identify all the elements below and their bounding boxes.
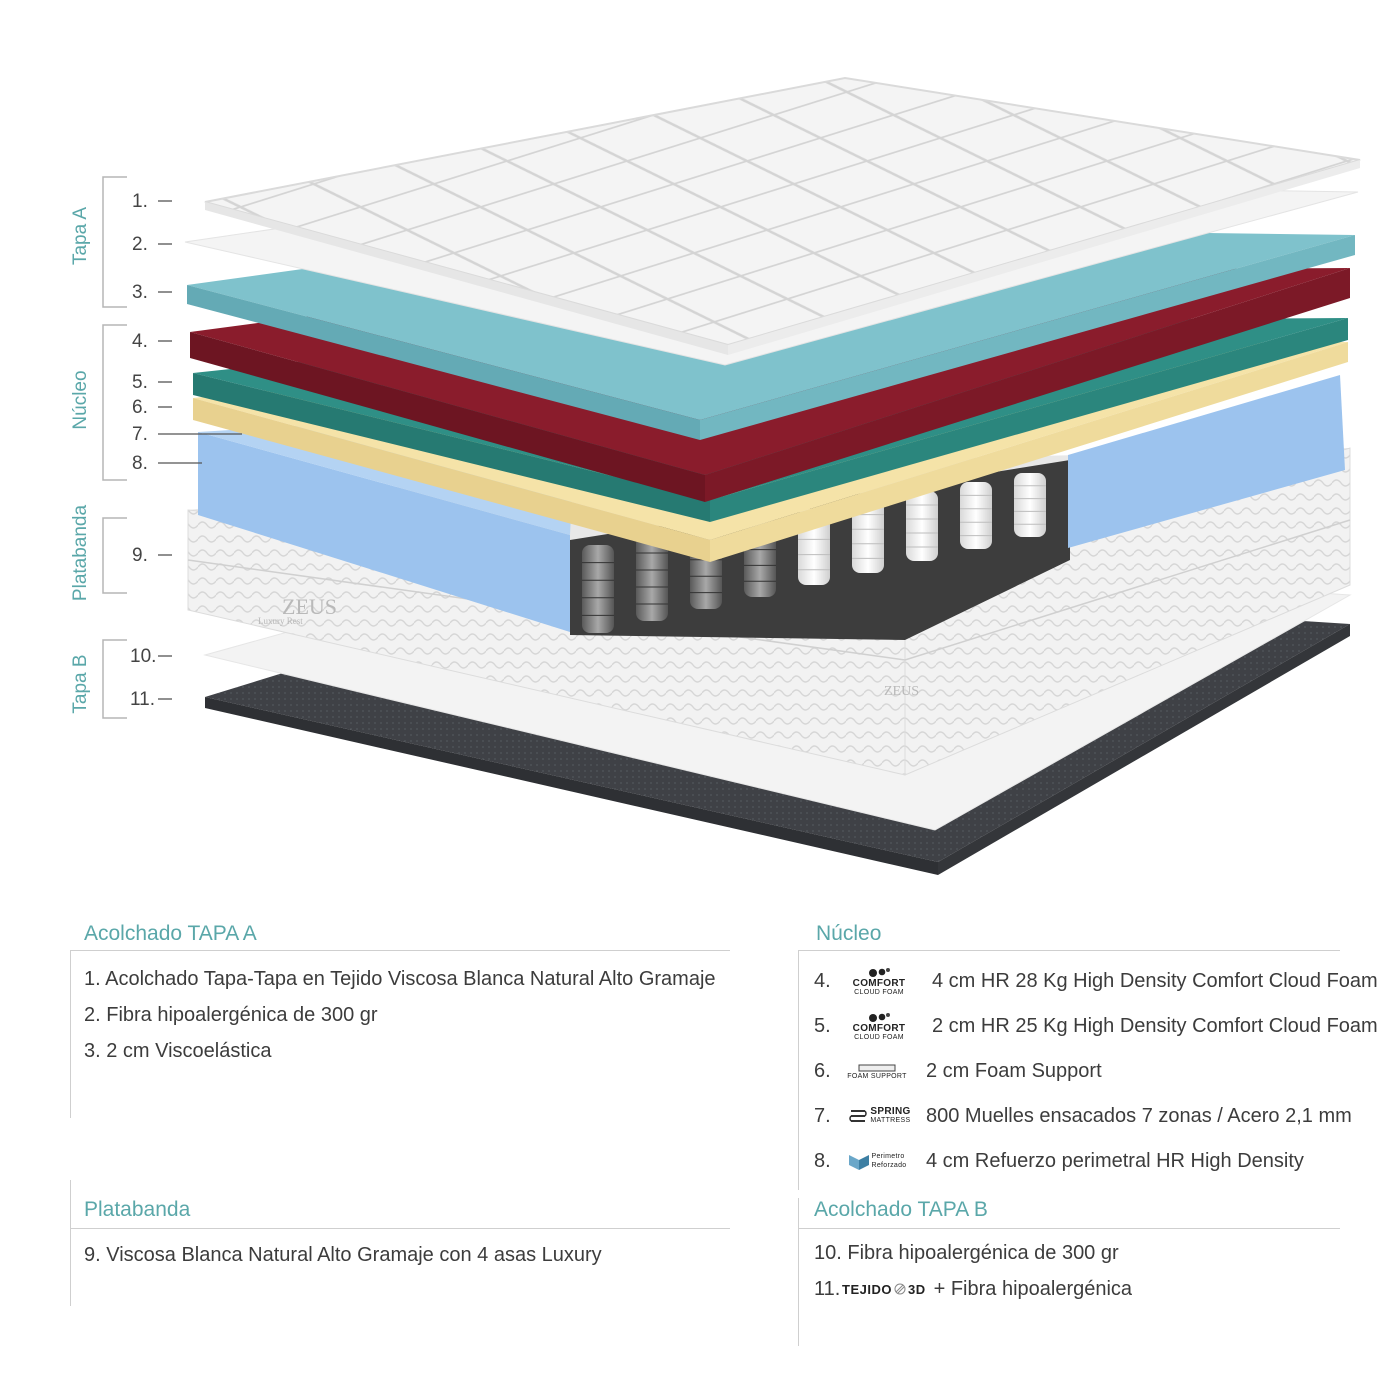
nucleo-item-5-num: 5. [814,1014,831,1037]
comfort-cloud-foam-logo: COMFORT CLOUD FOAM [844,966,914,996]
panel-title-nucleo: Núcleo [816,922,882,945]
panel-tapa-b: Acolchado TAPA B 10. Fibra hipoalergénic… [798,1198,1340,1346]
spring-mattress-logo: SPRING MATTRESS [844,1101,916,1131]
perimeter-shield-icon [848,1155,869,1170]
layer-label-10: 10. [130,646,156,667]
brand-tagline: Luxury Rest [258,616,303,626]
group-brackets [102,176,127,719]
spring-coil [636,536,668,621]
tapa-b-item-11: 11. TEJIDO 3D + Fibra hipoalergénica [814,1272,1132,1306]
panel-title-platabanda: Platabanda [84,1198,191,1221]
layer-1-quilted-top [204,76,1361,355]
nucleo-item-6-num: 6. [814,1059,831,1082]
spring-coil [960,482,992,549]
layer-label-9: 9. [132,545,148,566]
tejido-3d-logo: TEJIDO 3D [842,1281,926,1297]
nucleo-item-5-text: 2 cm HR 25 Kg High Density Comfort Cloud… [932,1014,1378,1037]
group-label-platabanda: Platabanda [70,505,91,602]
tapa-b-item-10: 10. Fibra hipoalergénica de 300 gr [814,1242,1119,1264]
group-label-tapa-b: Tapa B [70,654,91,713]
group-label-tapa-a: Tapa A [70,207,91,265]
platabanda-item-9: 9. Viscosa Blanca Natural Alto Gramaje c… [84,1244,602,1266]
spring-coil [906,491,938,561]
spring-coil [582,545,614,633]
layer-label-8: 8. [132,453,148,474]
nucleo-item-7-text: 800 Muelles ensacados 7 zonas / Acero 2,… [926,1104,1352,1127]
layer-label-7: 7. [132,424,148,445]
panel-nucleo: Núcleo 4. COMFORT CLOUD FOAM 4 cm HR 28 … [798,922,1378,1190]
layer-label-11: 11. [130,689,155,710]
comfort-dots-icon [869,1012,890,1022]
nucleo-item-6: 6. FOAM SUPPORT 2 cm Foam Support [814,1054,1102,1088]
nucleo-item-8-num: 8. [814,1149,831,1172]
nucleo-item-8: 8. Perimetro Reforzado 4 cm Refuerzo per… [814,1144,1304,1178]
brand-side-mark: ZEUS [884,684,919,699]
panel-title-tapa-a: Acolchado TAPA A [84,922,257,945]
panel-title-tapa-b: Acolchado TAPA B [814,1198,988,1221]
nucleo-item-4: 4. COMFORT CLOUD FOAM 4 cm HR 28 Kg High… [814,964,1378,998]
mattress-diagram: ZEUS Luxury Rest ZEUS [70,76,1361,875]
nucleo-item-4-num: 4. [814,969,831,992]
nucleo-item-5: 5. COMFORT CLOUD FOAM 2 cm HR 25 Kg High… [814,1009,1378,1043]
nucleo-item-7: 7. SPRING MATTRESS 800 Muelles ensacados… [814,1099,1352,1133]
tapa-b-item-11-num: 11. [814,1277,841,1300]
layer-label-4: 4. [132,331,148,352]
layer-callouts: 1. 2. 3. 4. 5. 6. 7. 8. 9. 10. 11. [130,191,242,710]
layer-label-1: 1. [132,191,148,212]
comfort-cloud-foam-logo: COMFORT CLOUD FOAM [844,1011,914,1041]
foam-block-icon [858,1064,896,1071]
spring-coil-icon [849,1110,868,1122]
layer-label-2: 2. [132,234,148,255]
group-label-nucleo: Núcleo [70,370,91,429]
comfort-dots-icon [869,967,890,977]
panel-platabanda: Platabanda 9. Viscosa Blanca Natural Alt… [70,1180,730,1306]
mesh-hatch-icon [894,1283,906,1295]
spring-coil [1014,473,1046,537]
tapa-a-item-3: 3. 2 cm Viscoelástica [84,1040,272,1062]
tapa-a-item-2: 2. Fibra hipoalergénica de 300 gr [84,1004,378,1026]
nucleo-item-4-text: 4 cm HR 28 Kg High Density Comfort Cloud… [932,969,1378,992]
foam-support-logo: FOAM SUPPORT [844,1056,910,1086]
panel-tapa-a: Acolchado TAPA A 1. Acolchado Tapa-Tapa … [70,922,730,1118]
brand-logo: ZEUS [282,594,337,619]
nucleo-item-7-num: 7. [814,1104,831,1127]
perimeter-reinforced-logo: Perimetro Reforzado [844,1146,910,1176]
tapa-b-item-11-text: + Fibra hipoalergénica [933,1277,1133,1300]
layer-label-5: 5. [132,372,148,393]
nucleo-item-8-text: 4 cm Refuerzo perimetral HR High Density [926,1149,1304,1172]
layer-label-3: 3. [132,282,148,303]
layer-label-6: 6. [132,397,148,418]
tapa-a-item-1: 1. Acolchado Tapa-Tapa en Tejido Viscosa… [84,968,716,990]
nucleo-item-6-text: 2 cm Foam Support [926,1059,1102,1082]
